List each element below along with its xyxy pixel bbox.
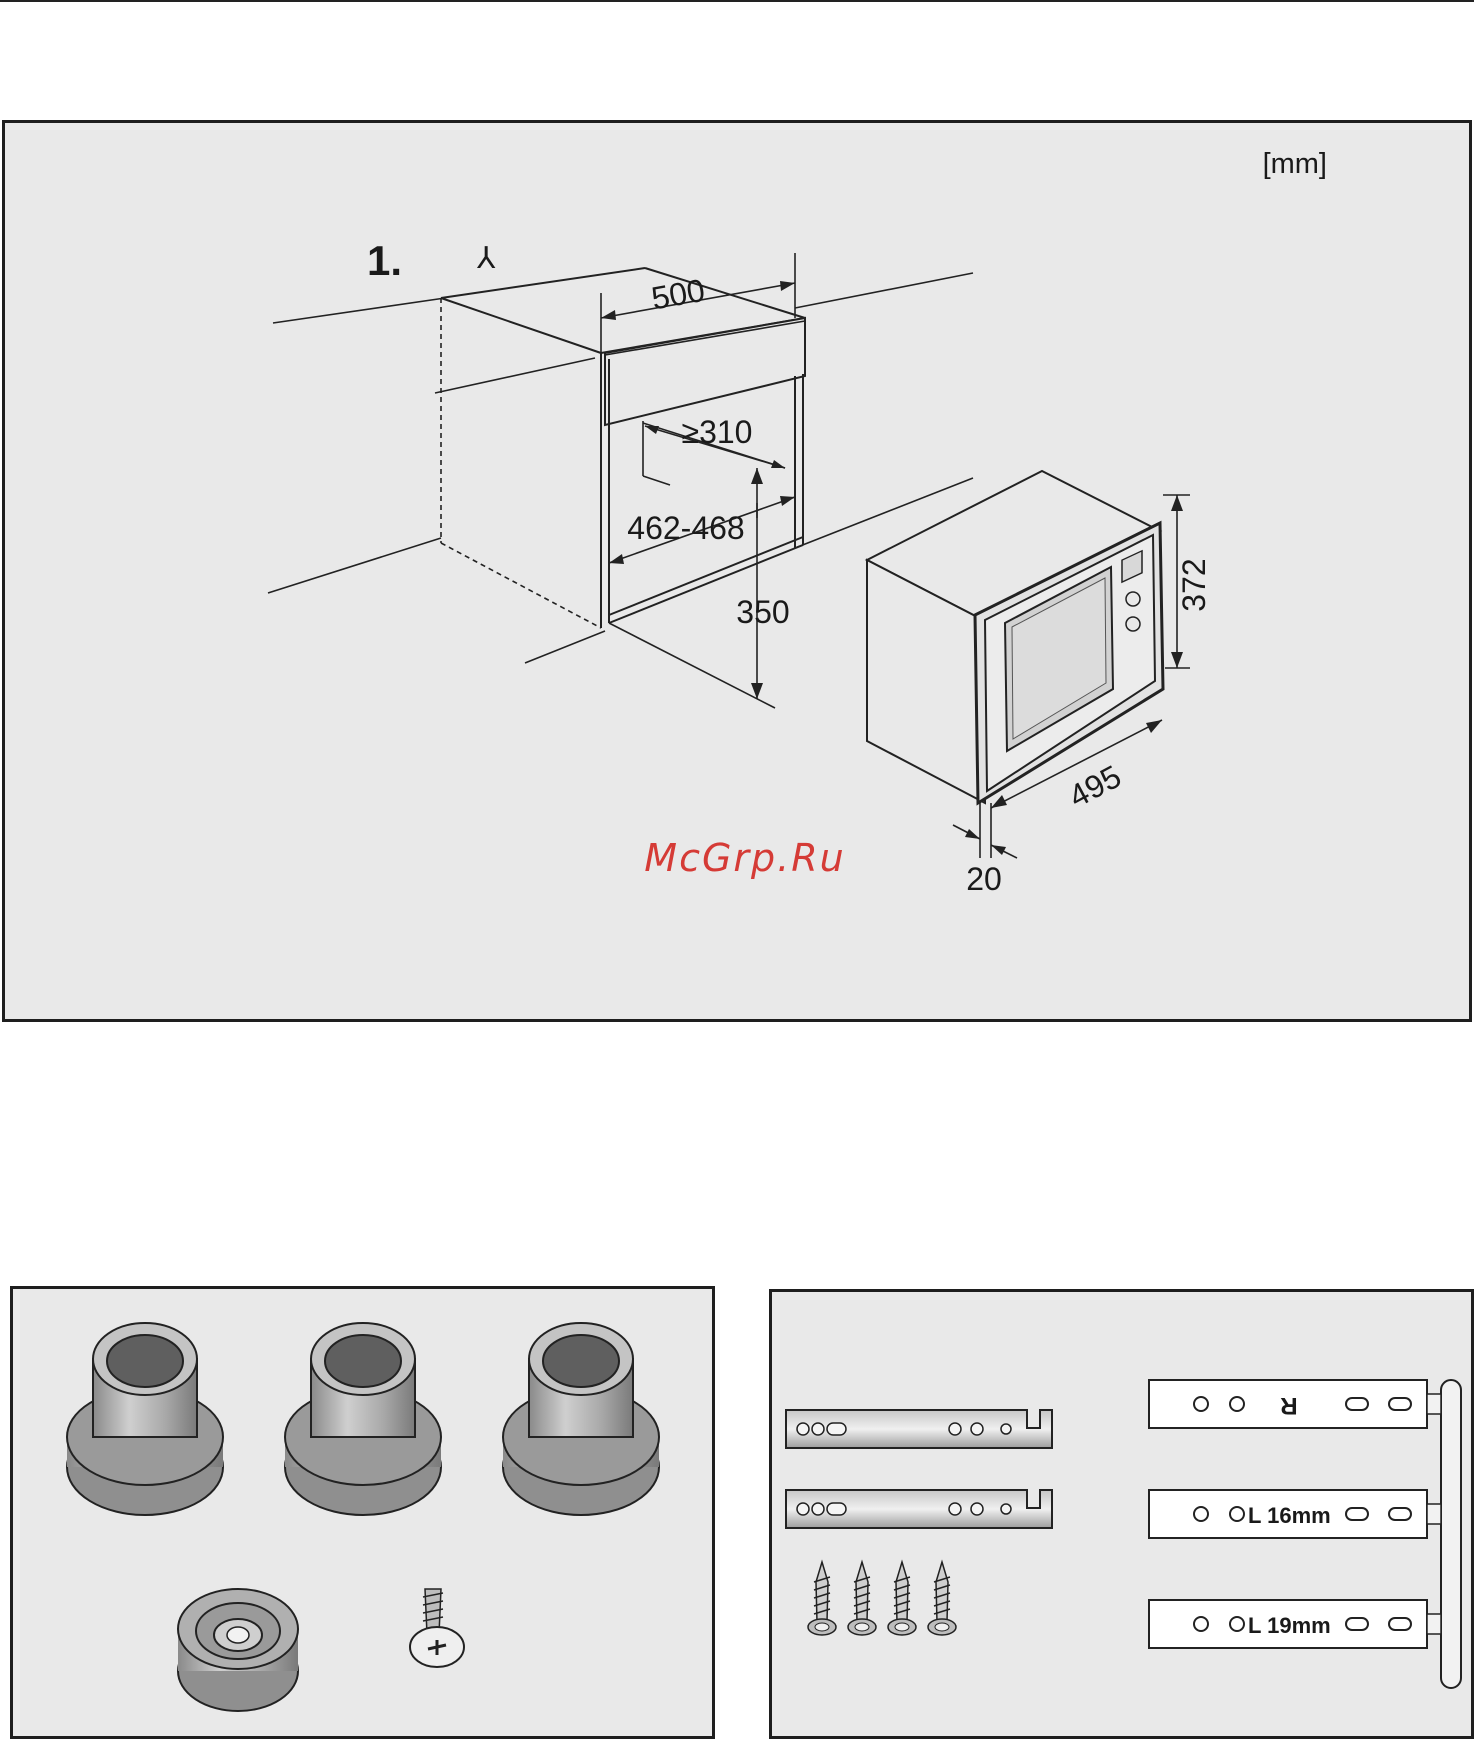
front-offset-label: 20 [966,861,1002,897]
connector-bar [1441,1380,1461,1688]
spacer-parts-diagram [13,1289,718,1742]
niche-width-label: 500 [649,272,708,317]
microwave-appliance [867,471,1163,803]
niche-height-label: 462-468 [627,510,744,546]
niche-depth-label: ≥310 [682,414,753,450]
spacer-parts-panel [10,1286,715,1739]
top-rule [0,0,1474,2]
spacer-2 [285,1323,441,1515]
floor-height-label: 350 [736,594,789,630]
bracket-right: R [1149,1380,1441,1428]
niche-dimension-arrows [601,253,795,699]
watermark: McGrp.Ru [644,836,845,880]
mounting-rail-2 [786,1490,1052,1528]
unit-label: [mm] [1263,148,1327,180]
installation-dimensions-panel: [mm] 1. ⅄ 500 ≥310 462-468 350 372 495 2… [2,120,1472,1022]
bracket-parts-diagram: R L 16mm L 19mm [772,1292,1474,1742]
bracket-right-label: R [1280,1392,1297,1419]
spacer-3 [503,1323,659,1515]
step-number: 1. [367,237,402,284]
bracket-left-16: L 16mm [1149,1490,1441,1538]
appliance-height-label: 372 [1176,558,1212,611]
spacer-1 [67,1323,223,1515]
screw-icon [410,1589,464,1667]
bracket-left-16-label: L 16mm [1248,1503,1331,1528]
wood-screws [808,1562,956,1635]
cabinet-niche [441,268,805,708]
mounting-rail-1 [786,1410,1052,1448]
installation-diagram: [mm] 1. ⅄ 500 ≥310 462-468 350 372 495 2… [5,123,1474,1025]
tool-icon: ⅄ [476,242,496,275]
bracket-left-19-label: L 19mm [1248,1613,1331,1638]
adjuster-foot [178,1589,298,1711]
bracket-parts-panel: R L 16mm L 19mm [769,1289,1474,1739]
bracket-left-19: L 19mm [1149,1600,1441,1648]
